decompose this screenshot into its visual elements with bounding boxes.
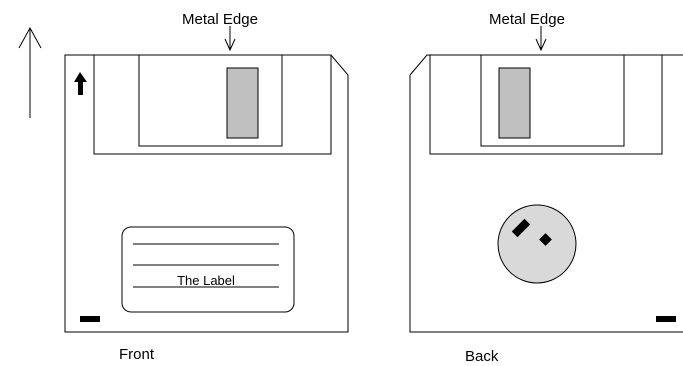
disk-back-body: [409, 54, 683, 333]
front-shutter-slide: [138, 55, 283, 147]
disk-front: The Label Metal Edge Front: [64, 11, 349, 363]
back-shutter-window: [498, 67, 531, 139]
back-shutter: [429, 55, 663, 155]
disk-back: Metal Edge Back: [409, 11, 683, 365]
label-text: The Label: [177, 273, 235, 288]
front-metal-edge-label: Metal Edge: [182, 11, 258, 28]
front-caption: Front: [119, 346, 155, 363]
back-shutter-slide: [480, 55, 625, 147]
insertion-direction-arrow: [18, 26, 42, 118]
back-metal-edge-label: Metal Edge: [489, 11, 565, 28]
front-notch: [80, 316, 100, 322]
front-label-area: [121, 226, 295, 313]
back-notch: [656, 316, 676, 322]
disk-front-body: [64, 54, 349, 333]
front-write-protect-arrow-icon: [74, 72, 87, 95]
back-metal-edge-pointer: [535, 26, 547, 52]
front-shutter: [93, 55, 332, 155]
front-metal-edge-pointer: [224, 26, 236, 52]
hub-spindle-slot: [511, 218, 531, 238]
back-caption: Back: [465, 348, 499, 365]
front-shutter-window: [226, 67, 259, 139]
back-hub: [497, 204, 577, 284]
